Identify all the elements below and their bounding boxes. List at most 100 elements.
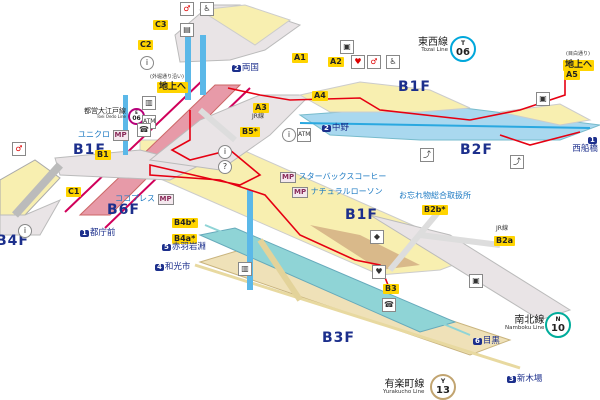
badge-number: 10 bbox=[551, 323, 565, 334]
badge-letter: N bbox=[555, 316, 561, 323]
baby-room-icon: ♿ bbox=[200, 2, 214, 16]
exit-b3[interactable]: B3 bbox=[383, 284, 399, 294]
info-icon: i bbox=[218, 145, 232, 159]
floor-label-b6f: B6F bbox=[107, 202, 140, 218]
fare-adjust-icon: ▣ bbox=[340, 40, 354, 54]
direction-number: 3 bbox=[507, 375, 516, 383]
oedo-platform bbox=[78, 84, 242, 216]
baby-room-icon: ♿ bbox=[386, 55, 400, 69]
c-upper-deck bbox=[198, 4, 292, 46]
shop-name: ココプレス bbox=[115, 194, 155, 203]
direction-number: 4 bbox=[155, 263, 164, 271]
tozai-line-name: 東西線 bbox=[418, 37, 448, 48]
atm-icon: ATM bbox=[297, 128, 311, 142]
floor-label-b1f-tozai: B1F bbox=[398, 79, 431, 95]
tozai-line-en: Tozai Line bbox=[421, 47, 448, 53]
ticket-gate-icon: ▤ bbox=[180, 23, 194, 37]
mp-icon: MP bbox=[292, 187, 309, 198]
jr-line-a3: JR線 bbox=[252, 113, 264, 120]
badge-number: 13 bbox=[436, 385, 450, 396]
ticket-machine-icon: ▥ bbox=[142, 96, 156, 110]
b4f-platform bbox=[0, 159, 61, 216]
exit-c3[interactable]: C3 bbox=[153, 20, 169, 30]
floor-label-b4f: B4F bbox=[0, 233, 29, 249]
lost-and-found: お忘れ物総合取扱所 bbox=[399, 191, 471, 200]
direction-text: 西船橋 bbox=[572, 143, 598, 154]
direction-number: 5 bbox=[162, 243, 171, 251]
exit-b4b[interactable]: B4b* bbox=[172, 218, 198, 228]
accessible-route bbox=[149, 110, 391, 291]
yurakucho-line-name: 有楽町線 bbox=[384, 379, 425, 390]
floor-label-b1f-center: B1F bbox=[345, 207, 378, 223]
badge-number: 06 bbox=[132, 115, 141, 122]
tozai-line-label: 東西線 Tozai Line bbox=[418, 38, 448, 54]
exit-b4a[interactable]: B4a* bbox=[172, 234, 198, 244]
phone-icon: ☎ bbox=[382, 298, 396, 312]
direction-text: 和光市 bbox=[164, 262, 191, 272]
badge-letter: Y bbox=[440, 378, 446, 385]
exit-b1[interactable]: B1 bbox=[95, 150, 111, 160]
question-icon: ? bbox=[218, 160, 232, 174]
exit-a1[interactable]: A1 bbox=[292, 53, 308, 63]
direction-number: 2 bbox=[322, 124, 331, 132]
namboku-line-name: 南北線 bbox=[514, 315, 545, 326]
jr-line-b2a: JR線 bbox=[496, 225, 508, 232]
info-icon: i bbox=[140, 56, 154, 70]
ticket-machine-icon: ▥ bbox=[238, 262, 252, 276]
exit-a5[interactable]: A5 bbox=[564, 70, 580, 80]
yurakucho-line-label: 有楽町線 Yurakucho Line bbox=[383, 380, 424, 396]
ground-exit-right[interactable]: 地上へ bbox=[563, 60, 595, 71]
exit-a2[interactable]: A2 bbox=[328, 57, 344, 67]
ground-right-note: (目白通り) bbox=[566, 51, 590, 57]
oedo-line-name: 都営大江戸線 bbox=[84, 107, 126, 115]
b1f-shops bbox=[310, 225, 420, 270]
direction-number: 1 bbox=[588, 136, 597, 144]
exit-a3[interactable]: A3 bbox=[253, 103, 269, 113]
oedo-line-en: Toei Oedo Line bbox=[96, 114, 126, 119]
aed-icon: ♥ bbox=[372, 265, 386, 279]
direction-text: 都庁前 bbox=[89, 228, 116, 238]
exit-b2a[interactable]: B2a bbox=[494, 236, 516, 246]
shop-name: スターバックスコーヒー bbox=[298, 172, 387, 181]
aed-icon: ♥ bbox=[351, 55, 365, 69]
direction-text: 赤羽岩淵 bbox=[171, 242, 206, 252]
exit-c2[interactable]: C2 bbox=[138, 40, 154, 50]
exit-b2b[interactable]: B2b* bbox=[422, 205, 448, 215]
shop-uniqlo: ユニクロ MP bbox=[78, 130, 129, 141]
escalator-icon: ⤴ bbox=[420, 148, 434, 162]
info-icon: i bbox=[282, 128, 296, 142]
direction-text: 両国 bbox=[241, 63, 259, 73]
escalator-icon: ⤴ bbox=[510, 155, 524, 169]
mp-icon: MP bbox=[280, 172, 297, 183]
b1f-tozai-concourse bbox=[298, 81, 471, 113]
exit-b5[interactable]: B5* bbox=[240, 127, 260, 137]
shop-name: ユニクロ bbox=[78, 130, 110, 139]
toilet-icon: ♂ bbox=[12, 142, 26, 156]
mp-icon: MP bbox=[157, 194, 174, 205]
direction-number: 6 bbox=[473, 337, 482, 345]
namboku-line-en: Namboku Line bbox=[505, 325, 545, 331]
fare-adjust-icon: ▣ bbox=[536, 92, 550, 106]
exit-c1[interactable]: C1 bbox=[66, 187, 82, 197]
floor-label-b2f: B2F bbox=[460, 142, 493, 158]
exit-a4[interactable]: A4 bbox=[312, 91, 328, 101]
mp-icon: MP bbox=[112, 130, 129, 141]
toilet-icon: ♂ bbox=[180, 2, 194, 16]
phone-icon: ☎ bbox=[137, 123, 151, 137]
ground-exit-left[interactable]: 地上へ bbox=[157, 82, 189, 93]
badge-letter: E bbox=[135, 110, 138, 115]
shop-cocopres: ココプレス MP bbox=[115, 194, 174, 205]
direction-text: 目黒 bbox=[482, 336, 500, 346]
oedo-line-label: 都営大江戸線 Toei Oedo Line bbox=[84, 108, 126, 119]
namboku-line-label: 南北線 Namboku Line bbox=[505, 316, 544, 332]
